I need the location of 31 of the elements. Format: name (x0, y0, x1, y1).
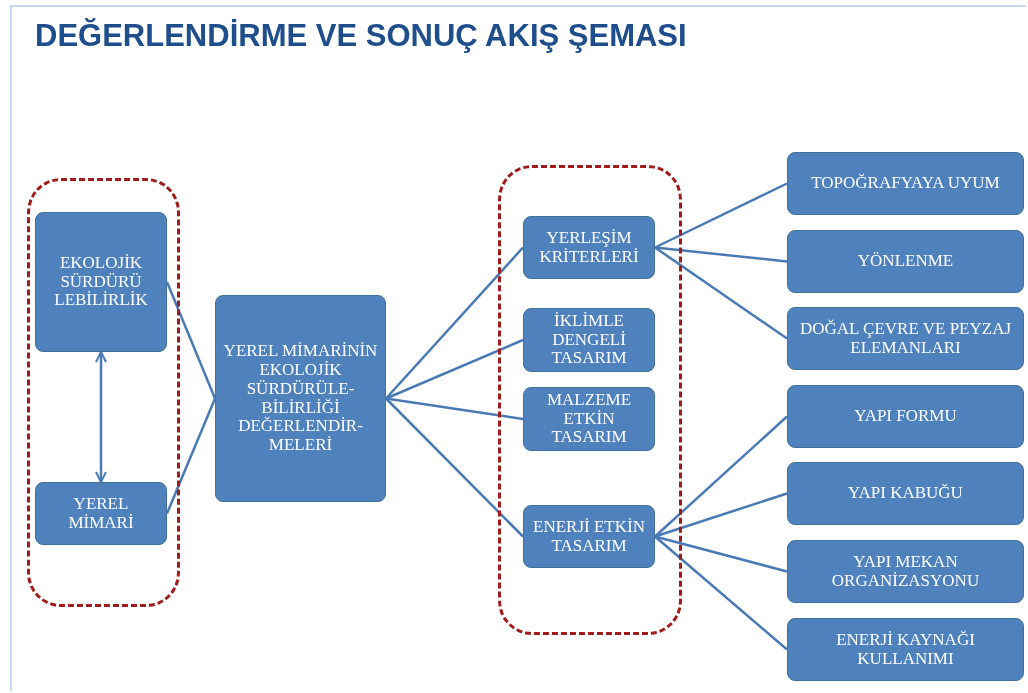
process-box: İKLİMLE DENGELİ TASARIM (523, 308, 655, 372)
connector-line (654, 535, 788, 651)
process-box: YÖNLENME (787, 230, 1024, 293)
process-box: YAPI KABUĞU (787, 462, 1024, 525)
connector-line (654, 492, 788, 538)
connector-line (654, 246, 788, 263)
connector-line (165, 281, 217, 399)
connector-line (385, 397, 524, 421)
process-box: YEREL MİMARİNİN EKOLOJİK SÜRDÜRÜLE- BİLİRLİĞİ DEĞERLENDİR- MELERİ (215, 295, 386, 502)
process-box: YAPI MEKAN ORGANİZASYONU (787, 540, 1024, 603)
process-box: EKOLOJİK SÜRDÜRÜ LEBİLİRLİK (35, 212, 167, 352)
process-box: MALZEME ETKİN TASARIM (523, 387, 655, 451)
connector-line (654, 415, 788, 538)
process-box: YAPI FORMU (787, 385, 1024, 448)
process-box: ENERJİ KAYNAĞI KULLANIMI (787, 618, 1024, 681)
diagram-title: DEĞERLENDİRME VE SONUÇ AKIŞ ŞEMASI (35, 18, 687, 54)
arrow (95, 351, 107, 483)
connector-line (385, 338, 524, 400)
dashed-group-frame (498, 165, 682, 635)
process-box: DOĞAL ÇEVRE VE PEYZAJ ELEMANLARI (787, 307, 1024, 370)
process-box: ENERJİ ETKİN TASARIM (523, 505, 655, 568)
connector-line (385, 246, 524, 400)
connector-line (165, 398, 217, 514)
dashed-group-frame (27, 178, 180, 607)
process-box: YEREL MİMARİ (35, 482, 167, 545)
process-box: TOPOĞRAFYAYA UYUM (787, 152, 1024, 215)
connector-line (385, 397, 524, 538)
connector-line (654, 182, 788, 249)
connector-line (654, 535, 788, 573)
connector-line (654, 246, 788, 340)
process-box: YERLEŞİM KRİTERLERİ (523, 216, 655, 279)
